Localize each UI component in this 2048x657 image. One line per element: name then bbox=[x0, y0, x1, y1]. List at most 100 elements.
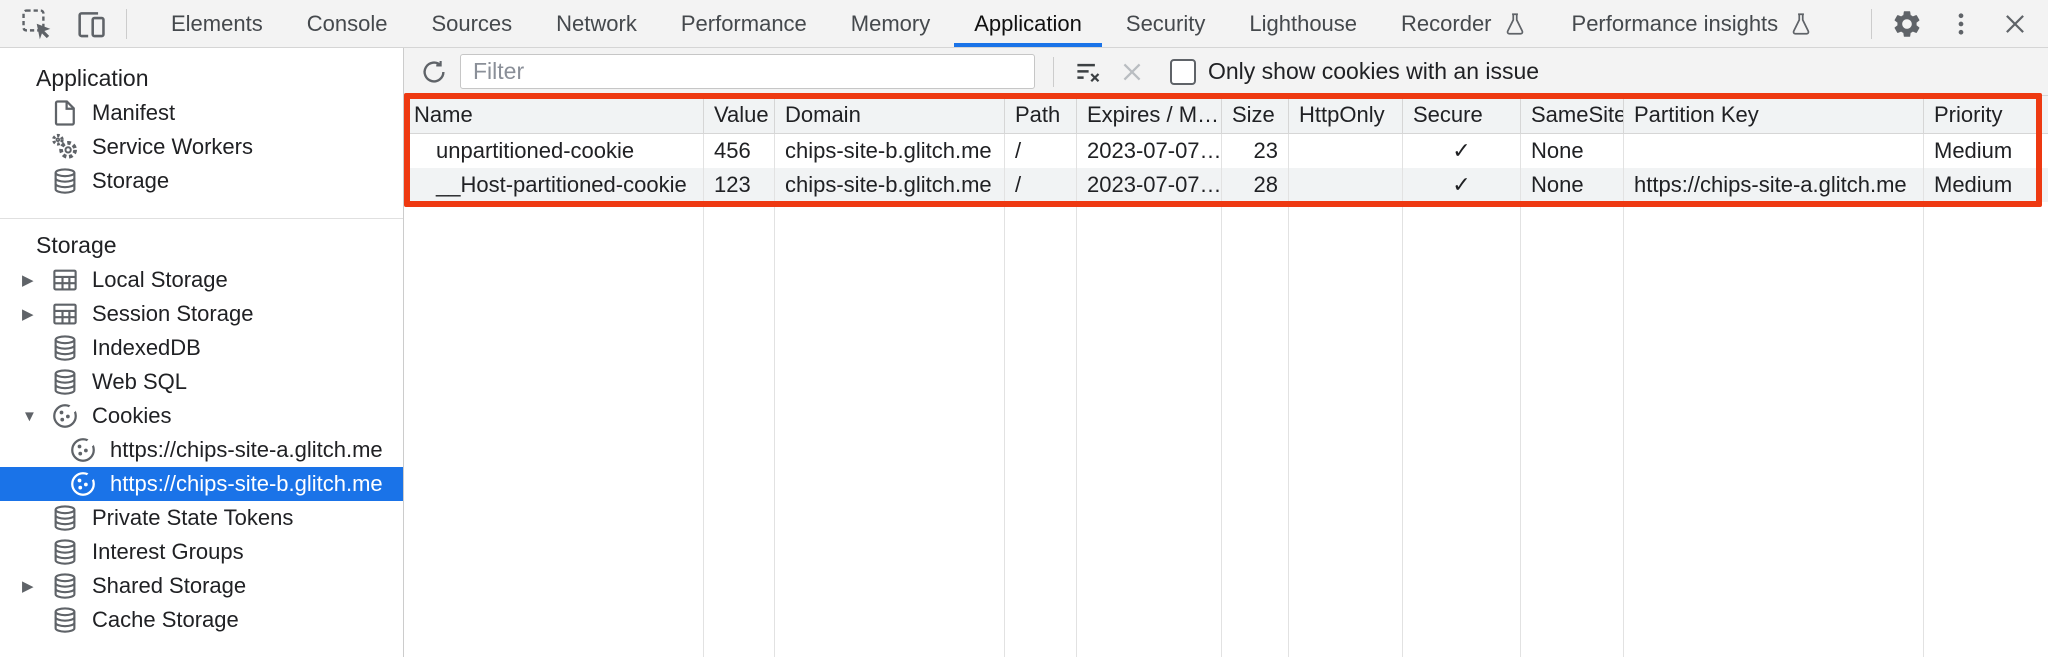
panel-tabs: Elements Console Sources Network Perform… bbox=[149, 0, 1836, 47]
cell-name[interactable]: unpartitioned-cookie bbox=[404, 134, 704, 168]
cookies-table: Name Value Domain Path Expires / M… Size… bbox=[404, 96, 2048, 657]
sidebar-item-manifest[interactable]: Manifest bbox=[0, 96, 403, 130]
cell-partition-key[interactable] bbox=[1624, 134, 1924, 168]
tab-console[interactable]: Console bbox=[285, 0, 410, 47]
toggle-device-toolbar-button[interactable] bbox=[64, 0, 118, 47]
cell-partition-key[interactable]: https://chips-site-a.glitch.me bbox=[1624, 168, 1924, 202]
sidebar-item-cookies-chips-site-a[interactable]: https://chips-site-a.glitch.me bbox=[0, 433, 403, 467]
tab-performance-insights[interactable]: Performance insights bbox=[1550, 0, 1837, 47]
issue-filter-checkbox[interactable] bbox=[1170, 58, 1196, 85]
settings-button[interactable] bbox=[1880, 0, 1934, 47]
tab-security[interactable]: Security bbox=[1104, 0, 1227, 47]
filter-input[interactable] bbox=[460, 54, 1035, 89]
sidebar-item-local-storage[interactable]: ▶ Local Storage bbox=[0, 263, 403, 297]
cell-path[interactable]: / bbox=[1005, 168, 1077, 202]
cell-expires[interactable]: 2023-07-07… bbox=[1077, 134, 1222, 168]
sidebar-item-label: Web SQL bbox=[92, 369, 187, 394]
column-header-secure[interactable]: Secure bbox=[1403, 96, 1521, 133]
cell-httponly[interactable] bbox=[1289, 134, 1403, 168]
delete-selected-button[interactable] bbox=[1110, 50, 1154, 94]
tab-label: Performance bbox=[680, 10, 807, 36]
sidebar-item-service-workers[interactable]: Service Workers bbox=[0, 130, 403, 164]
tab-lighthouse[interactable]: Lighthouse bbox=[1227, 0, 1379, 47]
cell-value[interactable]: 456 bbox=[704, 134, 775, 168]
sidebar-item-cookies-chips-site-b[interactable]: https://chips-site-b.glitch.me bbox=[0, 467, 403, 501]
column-header-samesite[interactable]: SameSite bbox=[1521, 96, 1624, 133]
more-options-button[interactable] bbox=[1934, 0, 1988, 47]
close-icon bbox=[2000, 9, 2030, 39]
column-header-domain[interactable]: Domain bbox=[775, 96, 1005, 133]
sidebar-item-shared-storage[interactable]: ▶ Shared Storage bbox=[0, 569, 403, 603]
column-header-name[interactable]: Name bbox=[404, 96, 704, 133]
cell-httponly[interactable] bbox=[1289, 168, 1403, 202]
column-header-partition-key[interactable]: Partition Key bbox=[1624, 96, 1924, 133]
toolbar-divider bbox=[126, 8, 127, 39]
tab-application[interactable]: Application bbox=[952, 0, 1104, 47]
column-header-value[interactable]: Value bbox=[704, 96, 775, 133]
database-icon bbox=[50, 367, 80, 397]
column-header-priority[interactable]: Priority bbox=[1934, 101, 2003, 127]
cookie-icon bbox=[68, 435, 98, 465]
issue-filter-label[interactable]: Only show cookies with an issue bbox=[1208, 58, 1540, 84]
sidebar-item-interest-groups[interactable]: Interest Groups bbox=[0, 535, 403, 569]
cell-expires[interactable]: 2023-07-07… bbox=[1077, 168, 1222, 202]
tab-memory[interactable]: Memory bbox=[829, 0, 952, 47]
cell-name[interactable]: __Host-partitioned-cookie bbox=[404, 168, 704, 202]
sidebar-item-indexeddb[interactable]: IndexedDB bbox=[0, 331, 403, 365]
cell-size[interactable]: 28 bbox=[1222, 168, 1289, 202]
device-toolbar-icon bbox=[74, 7, 108, 41]
sidebar-item-storage[interactable]: Storage bbox=[0, 164, 403, 198]
cell-domain[interactable]: chips-site-b.glitch.me bbox=[775, 168, 1005, 202]
chevron-collapsed-icon[interactable]: ▶ bbox=[22, 272, 34, 289]
cell-secure[interactable]: ✓ bbox=[1403, 134, 1521, 168]
application-sidebar: Application Manifest bbox=[0, 48, 404, 657]
refresh-button[interactable] bbox=[412, 50, 456, 94]
cell-path[interactable]: / bbox=[1005, 134, 1077, 168]
cell-samesite[interactable]: None bbox=[1521, 168, 1624, 202]
tab-label: Memory bbox=[850, 10, 931, 36]
sidebar-item-label: Cache Storage bbox=[92, 607, 239, 632]
clear-all-cookies-button[interactable] bbox=[1066, 50, 1110, 94]
tab-label: Elements bbox=[171, 10, 263, 36]
table-row[interactable]: __Host-partitioned-cookie 123 chips-site… bbox=[404, 168, 2048, 202]
tab-sources[interactable]: Sources bbox=[409, 0, 534, 47]
chevron-expanded-icon[interactable]: ▼ bbox=[22, 407, 37, 425]
table-row[interactable]: unpartitioned-cookie 456 chips-site-b.gl… bbox=[404, 134, 2048, 168]
flask-icon bbox=[1502, 11, 1528, 37]
sidebar-item-web-sql[interactable]: Web SQL bbox=[0, 365, 403, 399]
database-icon bbox=[50, 605, 80, 635]
sidebar-item-session-storage[interactable]: ▶ Session Storage bbox=[0, 297, 403, 331]
cookie-icon bbox=[68, 469, 98, 499]
column-header-httponly[interactable]: HttpOnly bbox=[1289, 96, 1403, 133]
column-header-size[interactable]: Size bbox=[1222, 96, 1289, 133]
tab-recorder[interactable]: Recorder bbox=[1379, 0, 1549, 47]
column-header-path[interactable]: Path bbox=[1005, 96, 1077, 133]
cell-priority[interactable]: Medium bbox=[1934, 138, 2013, 163]
delete-x-icon bbox=[1118, 58, 1146, 86]
column-header-expires[interactable]: Expires / M… bbox=[1077, 96, 1222, 133]
sidebar-item-label: https://chips-site-a.glitch.me bbox=[110, 437, 383, 462]
database-icon bbox=[50, 537, 80, 567]
sidebar-item-private-state-tokens[interactable]: Private State Tokens bbox=[0, 501, 403, 535]
sidebar-item-label: https://chips-site-b.glitch.me bbox=[110, 471, 383, 496]
sidebar-item-cookies[interactable]: ▼ Cookies bbox=[0, 399, 403, 433]
tab-network[interactable]: Network bbox=[534, 0, 659, 47]
chevron-collapsed-icon[interactable]: ▶ bbox=[22, 578, 34, 595]
cell-size[interactable]: 23 bbox=[1222, 134, 1289, 168]
inspect-element-button[interactable] bbox=[10, 0, 64, 47]
sidebar-item-cache-storage[interactable]: Cache Storage bbox=[0, 603, 403, 637]
toolbar-divider bbox=[1871, 8, 1872, 39]
cell-secure[interactable]: ✓ bbox=[1403, 168, 1521, 202]
tab-performance[interactable]: Performance bbox=[659, 0, 829, 47]
cell-value[interactable]: 123 bbox=[704, 168, 775, 202]
tab-elements[interactable]: Elements bbox=[149, 0, 285, 47]
cell-priority[interactable]: Medium bbox=[1934, 172, 2013, 197]
cell-domain[interactable]: chips-site-b.glitch.me bbox=[775, 134, 1005, 168]
close-devtools-button[interactable] bbox=[1988, 0, 2042, 47]
tab-label: Network bbox=[556, 10, 637, 36]
cell-samesite[interactable]: None bbox=[1521, 134, 1624, 168]
chevron-collapsed-icon[interactable]: ▶ bbox=[22, 306, 34, 323]
table-empty-area bbox=[404, 202, 2048, 657]
flask-icon bbox=[1788, 11, 1814, 37]
three-dot-menu-icon bbox=[1946, 9, 1976, 39]
